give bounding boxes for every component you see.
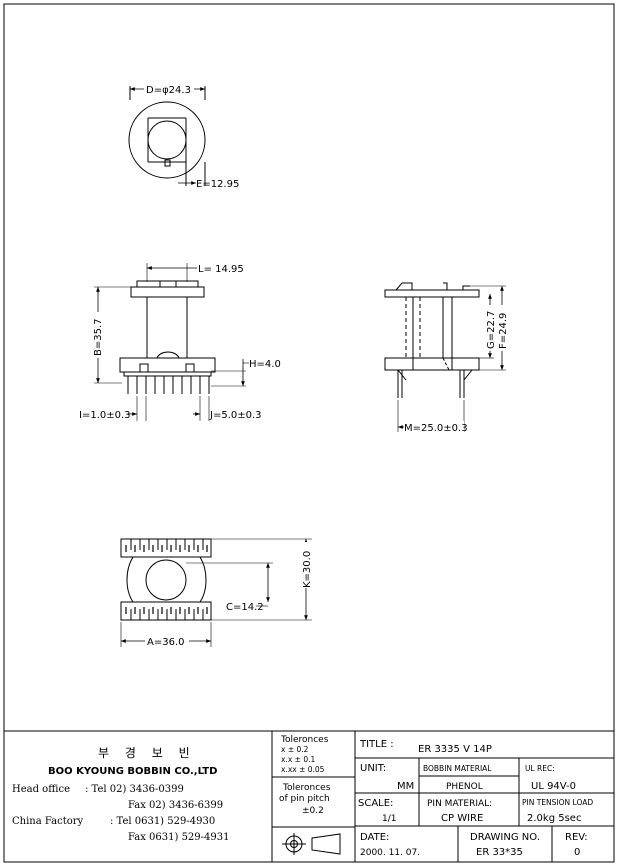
- projection-symbol-icon: [282, 833, 341, 855]
- dim-i-label: I=1.0±0.3: [79, 410, 131, 421]
- pitch-tolerance-title: Toleronces: [282, 783, 331, 793]
- bottom-view: [120, 538, 212, 621]
- unit-value: MM: [397, 781, 414, 792]
- tolerances-title: Toleronces: [280, 735, 329, 745]
- pitch-tolerance-line: of pin pitch: [279, 794, 330, 804]
- tolerance-xxx: x.xx ± 0.05: [281, 765, 325, 774]
- company-name: BOO KYOUNG BOBBIN CO.,LTD: [48, 766, 217, 777]
- date-label: DATE:: [360, 832, 389, 843]
- dim-k-label: K=30.0: [302, 551, 313, 588]
- factory-fax: Fax 0631) 529-4931: [128, 832, 229, 843]
- drawing-no-value: ER 33*35: [476, 847, 523, 858]
- factory-tel: : Tel 0631) 529-4930: [110, 816, 215, 827]
- ul-rec-value: UL 94V-0: [531, 781, 576, 792]
- bobbin-material-label: BOBBIN MATERIAL: [423, 764, 492, 773]
- side-view: [384, 282, 480, 398]
- title-label: TITLE :: [359, 739, 394, 750]
- company-korean-name: 부 경 보 빈: [98, 746, 196, 760]
- dim-e-label: E=12.95: [196, 179, 239, 190]
- dim-h-label: H=4.0: [249, 359, 281, 370]
- pin-markers-top: [125, 545, 208, 552]
- dim-d-label: D=φ24.3: [146, 85, 191, 96]
- sheet-border: [3, 3, 615, 863]
- title-value: ER 3335 V 14P: [418, 744, 492, 755]
- pin-tension-label: PIN TENSION LOAD: [522, 798, 593, 807]
- dim-f-label: F=24.9: [498, 313, 509, 349]
- pitch-tolerance-value: ±0.2: [302, 806, 324, 816]
- pin-material-value: CP WIRE: [441, 813, 483, 824]
- dim-b-label: B=35.7: [93, 318, 104, 356]
- factory-label: China Factory: [12, 816, 84, 827]
- head-office-label: Head office: [12, 784, 70, 795]
- dim-m-label: M=25.0±0.3: [404, 423, 468, 434]
- dim-j-label: J=5.0±0.3: [209, 410, 262, 421]
- pin-tension-value: 2.0kg 5sec: [527, 813, 581, 824]
- head-office-tel: : Tel 02) 3436-0399: [85, 784, 184, 795]
- ul-rec-label: UL REC:: [525, 764, 555, 773]
- pin-material-label: PIN MATERIAL:: [427, 799, 492, 809]
- rev-label: REV:: [565, 832, 588, 843]
- unit-label: UNIT:: [360, 763, 386, 774]
- scale-label: SCALE:: [358, 798, 393, 809]
- drawing-no-label: DRAWING NO.: [470, 832, 540, 843]
- dim-a-label: A=36.0: [147, 637, 185, 648]
- date-value: 2000. 11. 07.: [360, 848, 420, 858]
- front-view: [119, 280, 216, 394]
- title-block-lines: [4, 730, 614, 862]
- head-office-fax: Fax 02) 3436-6399: [128, 800, 223, 811]
- rev-value: 0: [574, 847, 580, 858]
- top-view: [128, 86, 206, 186]
- tolerance-xx: x.x ± 0.1: [281, 755, 315, 764]
- scale-value: 1/1: [382, 814, 396, 824]
- tolerance-x: x ± 0.2: [281, 745, 309, 754]
- pin-markers-bottom: [125, 607, 208, 614]
- bobbin-material-value: PHENOL: [446, 782, 483, 792]
- dim-l-label: L= 14.95: [198, 264, 244, 275]
- dim-g-label: G=22.7: [486, 311, 497, 349]
- dim-c-label: C=14.2: [226, 602, 264, 613]
